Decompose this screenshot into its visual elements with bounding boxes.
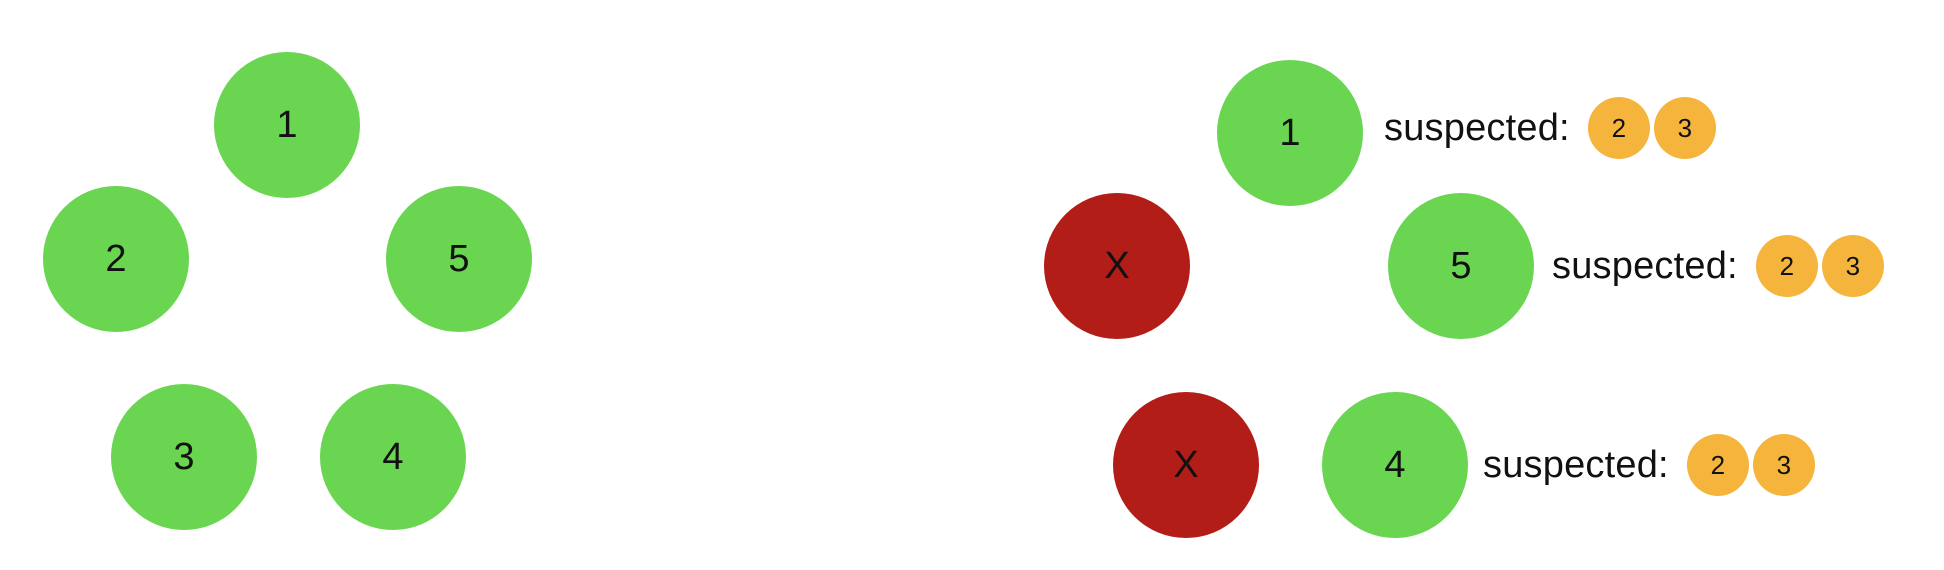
left-cluster-diagram: 1 2 5 3 4 xyxy=(0,0,900,570)
suspect-chip: 2 xyxy=(1686,434,1749,496)
node-label: 5 xyxy=(448,238,470,280)
node-1: 1 xyxy=(1217,60,1363,206)
node-3: 3 xyxy=(111,384,257,530)
suspected-list-node-1: suspected: 2 3 xyxy=(1384,96,1720,160)
node-label: X xyxy=(1173,444,1199,486)
node-5: 5 xyxy=(386,186,532,332)
suspected-label: suspected: xyxy=(1483,443,1669,486)
node-label: X xyxy=(1104,245,1130,287)
suspect-chip: 2 xyxy=(1587,97,1650,159)
node-label: 1 xyxy=(1279,112,1301,154)
dead-node: X xyxy=(1044,193,1190,339)
suspected-label: suspected: xyxy=(1552,244,1738,287)
suspected-list-node-5: suspected: 2 3 xyxy=(1552,234,1888,298)
suspected-label: suspected: xyxy=(1384,106,1570,149)
node-label: 1 xyxy=(276,104,298,146)
node-1: 1 xyxy=(214,52,360,198)
node-label: 5 xyxy=(1450,245,1472,287)
node-2: 2 xyxy=(43,186,189,332)
node-4: 4 xyxy=(1322,392,1468,538)
dead-node: X xyxy=(1113,392,1259,538)
suspect-chip: 3 xyxy=(1653,97,1716,159)
suspect-chip: 3 xyxy=(1752,434,1815,496)
node-5: 5 xyxy=(1388,193,1534,339)
node-label: 4 xyxy=(382,436,404,478)
node-label: 4 xyxy=(1384,444,1406,486)
node-label: 3 xyxy=(173,436,195,478)
node-label: 2 xyxy=(105,238,127,280)
suspect-chip: 3 xyxy=(1821,235,1884,297)
node-4: 4 xyxy=(320,384,466,530)
suspect-chip: 2 xyxy=(1755,235,1818,297)
suspected-list-node-4: suspected: 2 3 xyxy=(1483,433,1819,497)
